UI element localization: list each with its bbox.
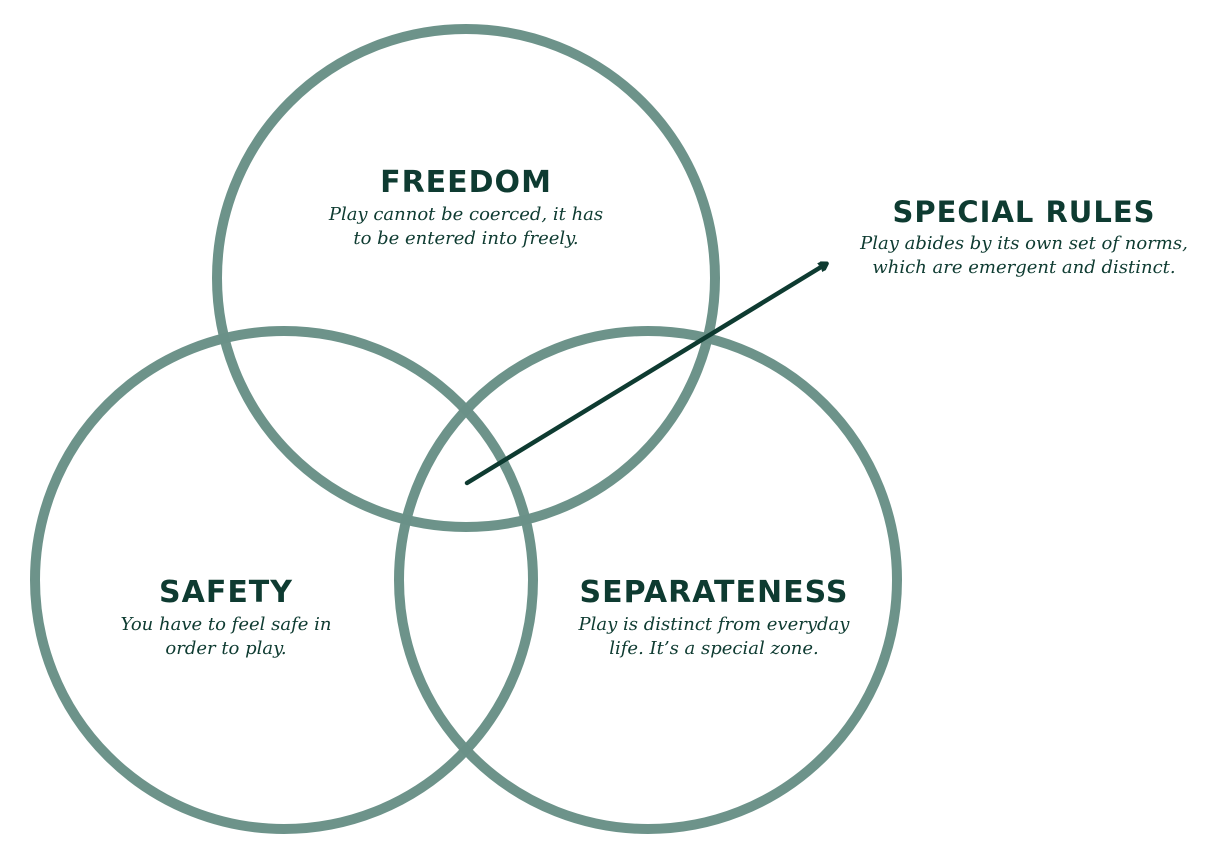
special-rules-description: Play abides by its own set of norms, whi… — [842, 232, 1206, 280]
safety-title: SAFETY — [159, 575, 293, 610]
circle-separateness — [394, 326, 902, 834]
separateness-description-line: Play is distinct from everyday — [578, 614, 850, 635]
safety-description-line: You have to feel safe in — [120, 614, 332, 635]
separateness-title: SEPARATENESS — [579, 575, 849, 610]
safety-label: SAFETY You have to feel safe in order to… — [90, 575, 362, 661]
special-rules-arrow — [464, 264, 826, 486]
safety-description-line: order to play. — [165, 638, 287, 659]
freedom-label: FREEDOM Play cannot be coerced, it has t… — [300, 165, 632, 251]
freedom-title: FREEDOM — [380, 165, 552, 200]
safety-description: You have to feel safe in order to play. — [90, 613, 362, 661]
separateness-description-line: life. It’s a special zone. — [609, 638, 819, 659]
special-rules-label: SPECIAL RULES Play abides by its own set… — [842, 194, 1206, 280]
circle-freedom — [212, 24, 720, 532]
circle-safety — [30, 326, 538, 834]
special-rules-description-line: Play abides by its own set of norms, — [860, 233, 1188, 254]
freedom-description-line: Play cannot be coerced, it has — [328, 204, 604, 225]
special-rules-description-line: which are emergent and distinct. — [872, 257, 1176, 278]
separateness-description: Play is distinct from everyday life. It’… — [548, 613, 880, 661]
freedom-description: Play cannot be coerced, it has to be ent… — [300, 203, 632, 251]
special-rules-title: SPECIAL RULES — [892, 195, 1156, 229]
freedom-description-line: to be entered into freely. — [353, 228, 579, 249]
separateness-label: SEPARATENESS Play is distinct from every… — [548, 575, 880, 661]
